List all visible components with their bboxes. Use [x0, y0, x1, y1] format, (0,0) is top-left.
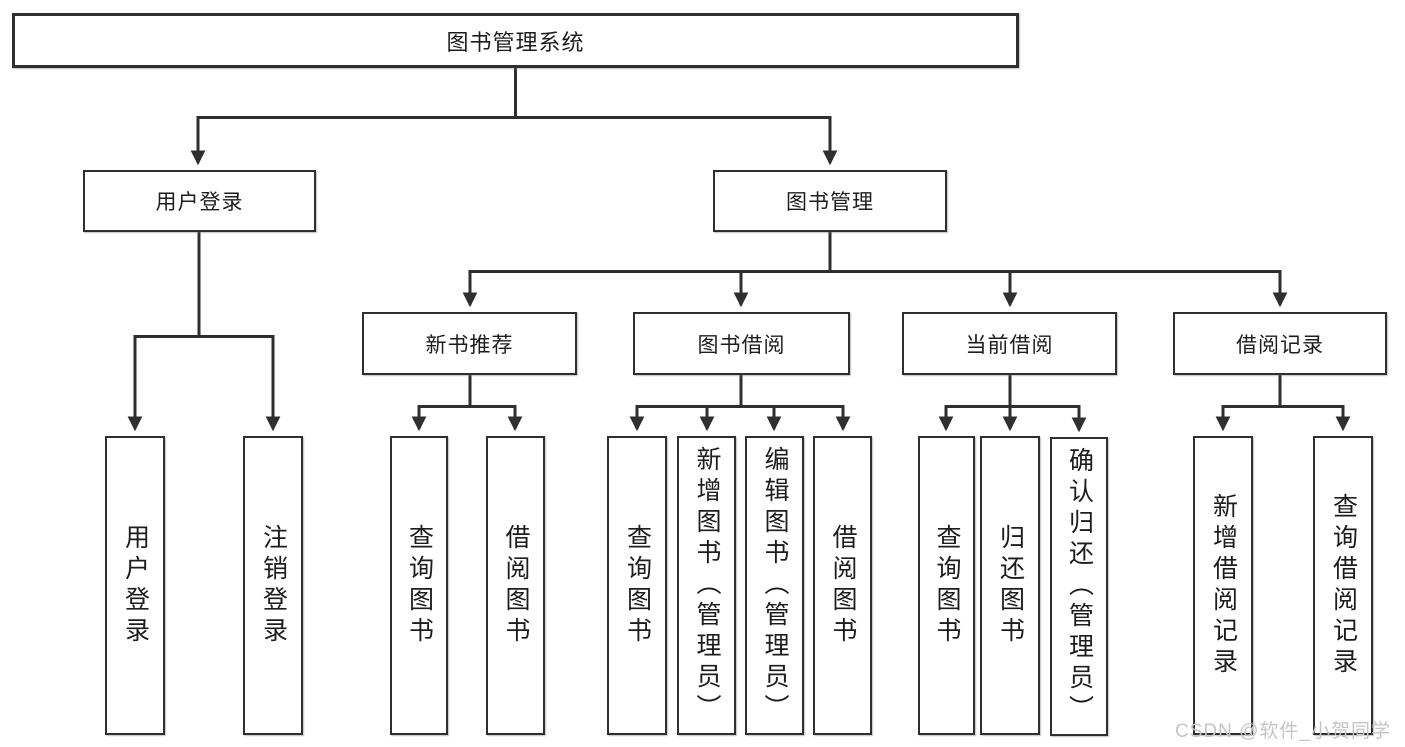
leaf-confirm-return-admin: 确认归还（管理员）	[1050, 437, 1108, 736]
leaf-edit-books-admin: 编辑图书（管理员）	[745, 436, 804, 735]
node-new-book-recommend: 新书推荐	[362, 312, 577, 375]
node-borrow-records: 借阅记录	[1173, 312, 1387, 375]
node-book-management: 图书管理	[713, 170, 947, 232]
leaf-borrow-books: 借阅图书	[486, 436, 545, 735]
leaf-user-login: 用户登录	[105, 436, 165, 735]
leaf-query-borrow-record: 查询借阅记录	[1313, 436, 1373, 735]
csdn-watermark: CSDN @软件_小贺同学	[1175, 721, 1391, 742]
node-book-borrowing: 图书借阅	[633, 312, 850, 375]
node-user-login: 用户登录	[83, 170, 316, 232]
node-current-borrowing: 当前借阅	[902, 312, 1117, 375]
leaf-query-books-3: 查询图书	[918, 436, 975, 735]
leaf-query-books: 查询图书	[390, 436, 448, 735]
leaf-borrow-books-2: 借阅图书	[813, 436, 872, 735]
leaf-add-borrow-record: 新增借阅记录	[1193, 436, 1253, 735]
leaf-return-books: 归还图书	[980, 436, 1040, 735]
node-library-management-system: 图书管理系统	[12, 13, 1019, 68]
leaf-query-books-2: 查询图书	[607, 436, 667, 735]
leaf-add-books-admin: 新增图书（管理员）	[677, 436, 736, 735]
leaf-logout: 注销登录	[243, 436, 303, 735]
tree-edges	[127, 68, 1351, 433]
